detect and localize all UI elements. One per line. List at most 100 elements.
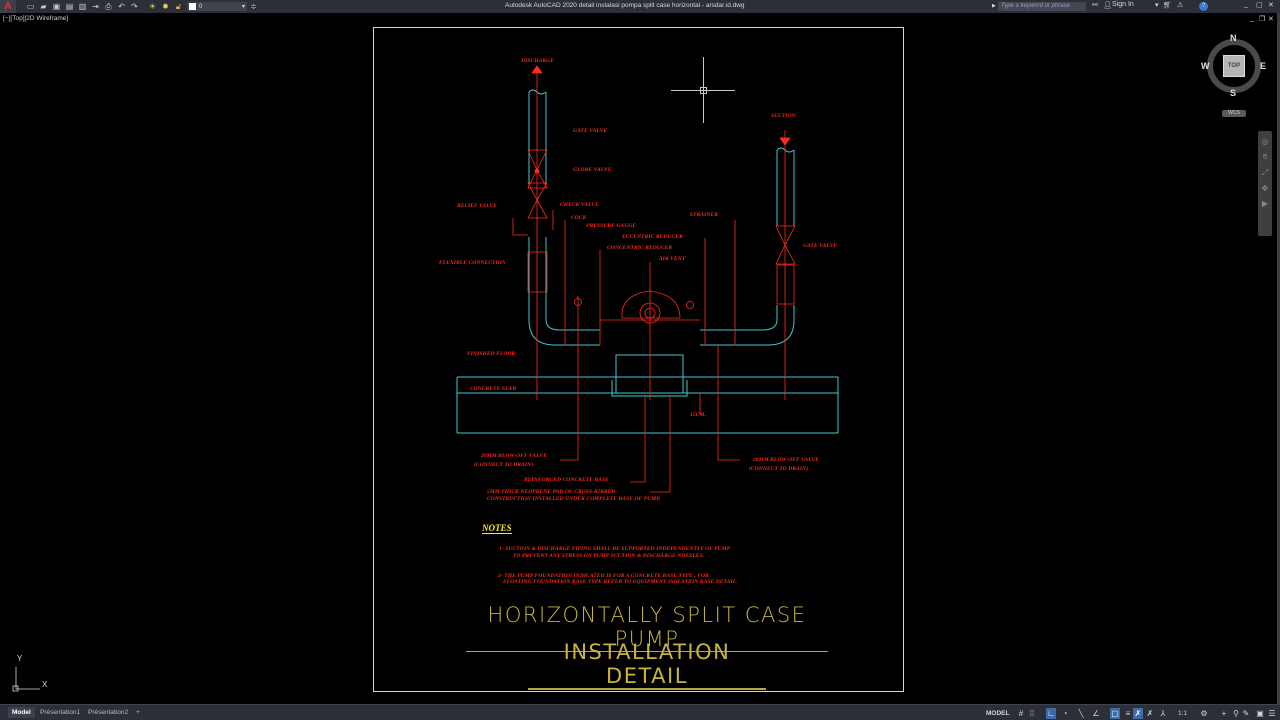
drawing-scrollbar[interactable] (1277, 13, 1280, 704)
minimize-button[interactable]: _ (1244, 1, 1248, 8)
undo-icon[interactable]: ↶ (118, 2, 125, 11)
annotation-scale-dropdown[interactable]: 1:1 (1178, 710, 1188, 717)
new-icon[interactable]: ▭ (26, 2, 35, 11)
label-check-valve: CHECK VALVE (560, 202, 599, 208)
customize-qat-icon[interactable]: ≑ (250, 2, 257, 11)
paper-sheet-border (373, 27, 904, 692)
drawing-minimize-button[interactable]: _ (1250, 15, 1254, 22)
layer-name: 0 (199, 3, 203, 10)
note-2-line-2: FLOATING FOUNDATION BASE TYPE REFER TO E… (503, 579, 738, 585)
label-relief-valve: RELIEF VALVE (457, 203, 498, 209)
wcs-menu[interactable]: WCS (1222, 110, 1246, 117)
units-icon[interactable]: ⚲ (1233, 709, 1239, 718)
crosshair-pickbox (700, 87, 707, 94)
ortho-icon[interactable]: ∟ (1046, 708, 1056, 719)
snap-icon[interactable]: ⁞⁞ (1029, 709, 1035, 718)
drawing-close-button[interactable]: ✕ (1268, 16, 1274, 23)
quick-properties-icon[interactable]: ✎ (1242, 709, 1250, 718)
label-blowoff-right-2: (CONNECT TO DRAIN) (749, 466, 809, 472)
compass-west[interactable]: W (1201, 61, 1210, 71)
viewcube[interactable]: TOP N S E W (1201, 33, 1267, 98)
label-flexible-connection: FLEXIBLE CONNECTION (439, 260, 506, 266)
auto-scale-icon[interactable]: ✗ (1146, 709, 1154, 718)
workspace-icon[interactable]: ⚙ (1200, 709, 1208, 718)
ucs-icon (12, 667, 40, 692)
object-snap-icon[interactable]: ▢ (1110, 708, 1120, 719)
note-1-line-2: TO PREVENT ANY STRESS ON PUMP SUCTION & … (513, 553, 705, 559)
label-strainer: STRAINER (690, 212, 719, 218)
search-input[interactable]: Type a keyword or phrase (998, 2, 1086, 11)
status-bar: Model Présentation1 Présentation2 + MODEL #… (0, 704, 1280, 720)
viewport-controls-label[interactable]: [−][Top][2D Wireframe] (3, 15, 69, 22)
layer-color-swatch (189, 3, 196, 10)
user-icon[interactable]: 👤︎ (1103, 2, 1112, 9)
annotation-monitor-icon[interactable]: + (1221, 709, 1227, 718)
model-space-toggle[interactable]: MODEL (986, 710, 1010, 717)
lock-icon[interactable]: 🔓︎ (175, 1, 182, 11)
label-reinforced-concrete-base: REINFORCED CONCRETE BASE (524, 477, 609, 483)
freeze-icon[interactable]: ✹ (162, 2, 169, 11)
open-icon[interactable]: ▰ (40, 2, 47, 11)
layer-dropdown[interactable]: 0 ▾ (187, 2, 247, 11)
isodraft-icon[interactable]: ╲ (1078, 709, 1084, 718)
sign-in-dropdown-icon[interactable]: ▾ (1155, 2, 1159, 9)
pan-icon[interactable]: ✋︎ (1262, 152, 1268, 161)
note-1-line-1: 1- SUCTION & DISCHARGE PIPING SHALL BE S… (499, 546, 731, 552)
label-suction: SUCTION (771, 113, 796, 119)
annotation-scale-icon[interactable]: ⅄ (1160, 709, 1166, 718)
drawing-title-line-1: HORIZONTALLY SPLIT CASE PUMP (466, 603, 828, 652)
annotation-lines-red (512, 65, 796, 493)
open-web-icon[interactable]: ▥ (78, 2, 87, 11)
layout-tab[interactable]: Model (8, 707, 35, 718)
clean-screen-icon[interactable]: ▣ (1256, 709, 1264, 718)
polar-icon[interactable]: ◔ (1062, 709, 1068, 718)
orbit-icon[interactable]: ✥ (1261, 184, 1269, 193)
binoculars-icon[interactable]: ⚯ (1092, 2, 1098, 9)
maximize-button[interactable]: ▢ (1256, 2, 1263, 9)
pipework-cyan (456, 89, 839, 434)
zoom-extents-icon[interactable]: ⤢ (1261, 168, 1269, 177)
expand-search-icon[interactable]: ▶ (992, 3, 996, 9)
annotation-visibility-icon[interactable]: ✗ (1133, 708, 1143, 719)
drawing-restore-button[interactable]: ❐ (1259, 16, 1266, 23)
autodesk-app-icon[interactable]: ⚠︎ (1177, 2, 1184, 9)
save-icon[interactable]: ▣ (52, 2, 61, 11)
showmotion-icon[interactable]: ▶ (1261, 199, 1269, 208)
compass-ring[interactable] (1207, 39, 1261, 93)
layout-tab[interactable]: + (136, 709, 140, 716)
compass-south[interactable]: S (1230, 88, 1237, 98)
layout-tab[interactable]: Présentation2 (88, 709, 129, 716)
label-blowoff-left-1: 20MM BLOW-OFF VALVE (481, 453, 548, 459)
navigation-bar[interactable]: ◎ ✋︎ ⤢ ✥ ▶ (1258, 131, 1272, 236)
sun-icon[interactable]: ☀ (148, 2, 157, 11)
grid-icon[interactable]: # (1018, 709, 1024, 718)
viewcube-top-face[interactable]: TOP (1223, 55, 1245, 77)
crosshair-horizontal (671, 90, 735, 91)
lineweight-icon[interactable]: ≡ (1125, 709, 1131, 718)
label-neoprene-pad-2: CONSTRUCTION INSTALLED UNDER COMPLETE BA… (487, 496, 661, 502)
save-as-icon[interactable]: ▤ (65, 2, 74, 11)
label-concentric-reducer: CONCENTRIC REDUCER (607, 245, 673, 251)
sign-in-link[interactable]: Sign In (1112, 1, 1134, 8)
help-icon[interactable]: ? (1199, 2, 1208, 11)
object-snap-tracking-icon[interactable]: ∠ (1092, 709, 1100, 718)
customization-icon[interactable]: ☰ (1268, 709, 1276, 718)
label-finished-floor: FINISHED FLOOR (467, 351, 516, 357)
ucs-x-label: X (42, 680, 48, 689)
compass-east[interactable]: E (1260, 61, 1267, 71)
share-icon[interactable]: ⇥ (92, 2, 99, 11)
drawing-title-line-2: INSTALLATION DETAIL (528, 640, 766, 690)
label-blowoff-right-1: 20MM BLOW-OFF VALVE (753, 457, 820, 463)
cart-icon[interactable]: 🛒︎ (1163, 2, 1172, 9)
redo-icon[interactable]: ↷ (131, 2, 138, 11)
print-icon[interactable]: ⎙ (105, 1, 112, 11)
application-menu-button[interactable]: A (0, 0, 16, 13)
drawing-canvas[interactable] (0, 13, 1280, 704)
ucs-y-label: Y (17, 654, 23, 663)
close-button[interactable]: ✕ (1268, 2, 1274, 9)
layout-tab[interactable]: Présentation1 (40, 709, 81, 716)
steering-wheel-icon[interactable]: ◎ (1261, 137, 1269, 146)
compass-north[interactable]: N (1230, 33, 1237, 43)
label-pressure-gauge: PRESSURE GAUGE (586, 223, 637, 229)
